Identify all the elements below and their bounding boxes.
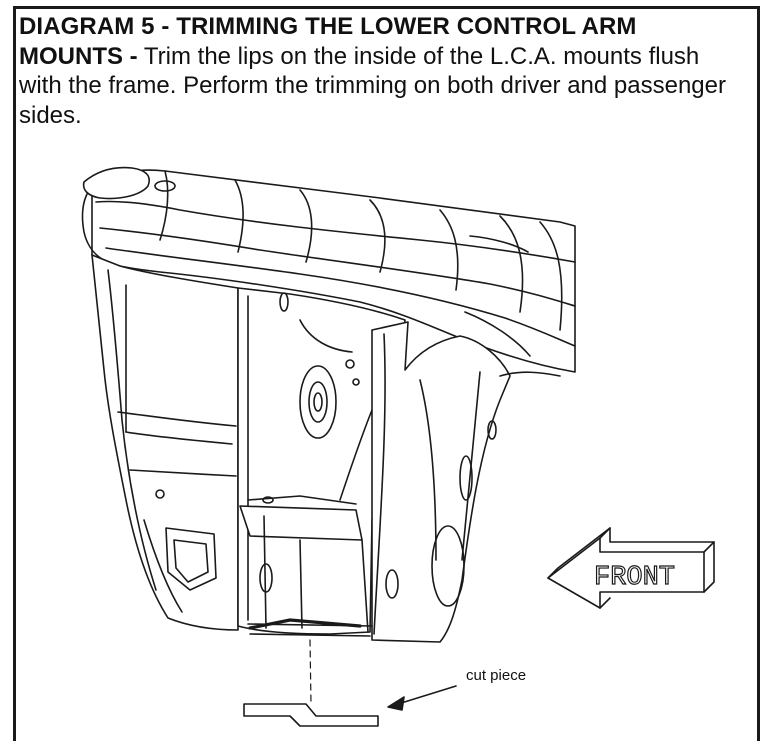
inner-gusset bbox=[371, 321, 561, 643]
cut-arrow-shaft bbox=[397, 685, 457, 705]
frame-illustration: FRONT bbox=[81, 166, 715, 727]
caption-text: Trim the lips on the inside of the L.C.A… bbox=[19, 42, 726, 129]
diagram-description: MOUNTS - Trim the lips on the inside of … bbox=[19, 42, 729, 131]
diagram-title: DIAGRAM 5 - TRIMMING THE LOWER CONTROL A… bbox=[19, 13, 637, 40]
cut-piece-label: cut piece bbox=[466, 667, 527, 684]
caption-lead: MOUNTS - bbox=[19, 42, 138, 70]
front-label: FRONT bbox=[594, 563, 675, 593]
trim-line bbox=[248, 618, 362, 630]
frame-side-body bbox=[91, 254, 239, 631]
upper-frame-rail bbox=[81, 166, 576, 373]
diagram-caption: DIAGRAM 5 - TRIMMING THE LOWER CONTROL A… bbox=[19, 12, 729, 130]
cut-arrow-head bbox=[387, 696, 405, 711]
cut-piece bbox=[243, 703, 379, 727]
dash-guide bbox=[309, 639, 312, 705]
lca-mount-box bbox=[239, 495, 373, 637]
front-arrow bbox=[547, 527, 715, 609]
